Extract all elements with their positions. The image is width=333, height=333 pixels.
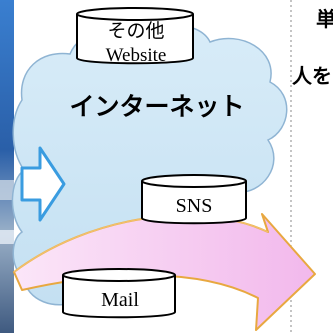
database-sns-label: SNS (175, 195, 213, 217)
database-other-website (76, 7, 194, 65)
database-other-line-1: その他 (107, 21, 165, 42)
database-other-website-label: その他 Website (78, 20, 194, 68)
database-mail (62, 268, 176, 319)
database-sns (141, 174, 247, 225)
internet-title: インターネット (69, 92, 245, 121)
right-panel-text-2: 人を (292, 64, 332, 88)
right-panel-text-1: 単 (316, 7, 333, 31)
background-photo (0, 0, 14, 333)
database-mail-label: Mail (101, 289, 139, 311)
database-other-line-2: Website (105, 45, 167, 66)
block-arrow-icon (20, 146, 66, 222)
